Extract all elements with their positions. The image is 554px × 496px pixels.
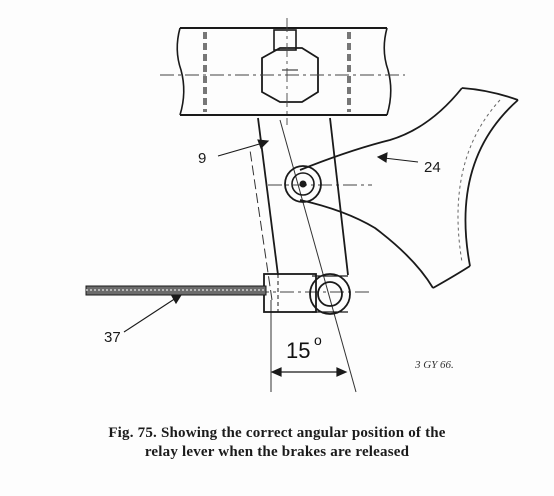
label-part-37: 37 xyxy=(104,329,121,346)
brake-cable xyxy=(85,285,267,296)
label-degree-symbol: o xyxy=(314,332,322,348)
centre-lines xyxy=(160,18,405,293)
label-part-9: 9 xyxy=(198,150,206,167)
brake-arm xyxy=(299,87,519,289)
angle-lines xyxy=(249,119,357,393)
pivot-pin xyxy=(284,165,322,203)
angle-arc xyxy=(270,367,348,377)
caption-line-1: Fig. 75. Showing the correct angular pos… xyxy=(108,425,446,441)
figure-caption: Fig. 75. Showing the correct angular pos… xyxy=(0,424,554,462)
relay-lever xyxy=(257,117,349,276)
label-angle: 15 xyxy=(286,338,310,363)
label-part-24: 24 xyxy=(424,159,441,176)
leader-lines xyxy=(123,139,419,333)
cable-clevis xyxy=(263,273,351,315)
label-reference: 3 GY 66. xyxy=(414,359,454,371)
caption-line-2: relay lever when the brakes are released xyxy=(144,444,410,460)
frame-tube xyxy=(176,27,392,116)
hex-nut xyxy=(261,29,319,103)
